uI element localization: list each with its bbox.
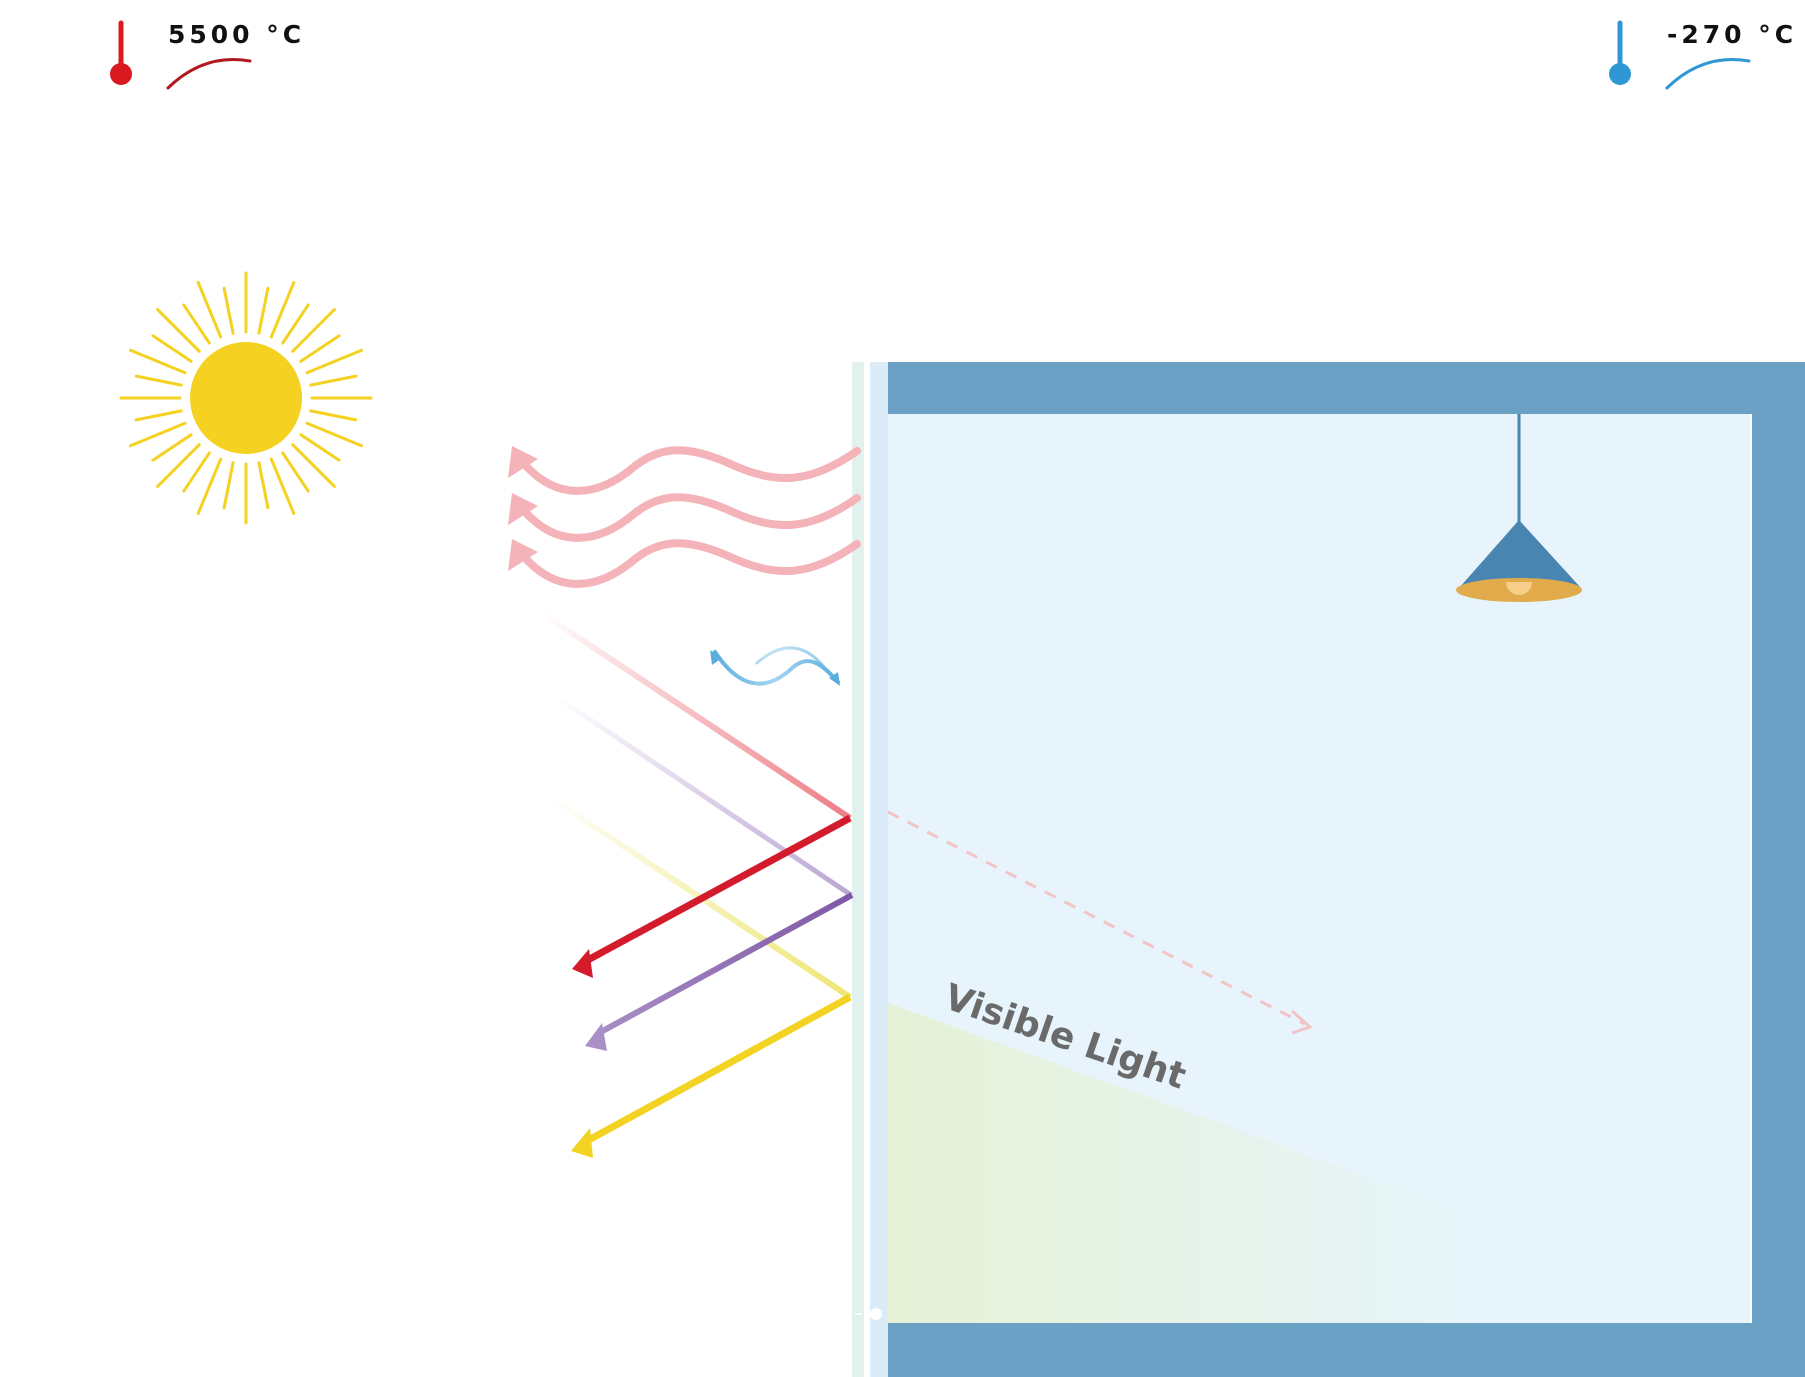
pendant-lamp-icon: [1456, 414, 1582, 602]
incoming-rays: [538, 609, 853, 1000]
thermometer-hot-icon: [110, 20, 132, 85]
sun-ray: [299, 334, 341, 363]
reflected-ray-red: [584, 814, 852, 965]
lamp-bulb: [1506, 582, 1532, 595]
cold-temperature-label: -270 °C: [1667, 20, 1797, 49]
reflected-ray-red-arrowhead: [572, 949, 593, 978]
visible-light-patch: [888, 1003, 1500, 1325]
sun-ray: [151, 433, 193, 462]
room: [880, 362, 1805, 1377]
sun-ray: [309, 409, 358, 422]
sun-ray: [269, 281, 296, 339]
reflected-heat-waves: [513, 446, 861, 588]
sun-ray: [281, 451, 310, 493]
heat-wave-arrowhead-1: [508, 446, 538, 478]
window-latch: [870, 1308, 882, 1320]
heat-wave-arrowheads: [508, 446, 538, 571]
transmitted-ray-arrowhead: [1291, 1009, 1313, 1035]
sun-ray: [291, 443, 336, 488]
thermometer-cold-icon: [1609, 20, 1631, 85]
sun-ray: [222, 286, 235, 335]
room-ceiling: [888, 362, 1805, 414]
sun-ray: [269, 457, 296, 515]
reflected-ray-purple: [597, 892, 854, 1036]
sun-ray: [151, 334, 193, 363]
sun-ray: [134, 374, 183, 387]
sun-ray: [257, 461, 270, 510]
heat-wave-3: [513, 539, 861, 588]
reflected-ray-purple-arrowhead: [585, 1023, 607, 1051]
sun-ray: [182, 303, 211, 345]
reflected-rays: [571, 814, 854, 1158]
sun-ray: [134, 409, 183, 422]
sun-ray: [196, 457, 223, 515]
room-floor: [888, 1323, 1805, 1377]
sun-ray: [222, 461, 235, 510]
sun-ray: [129, 421, 187, 448]
hot-swoosh: [166, 58, 252, 90]
small-blue-wave: [710, 646, 840, 686]
sun-ray: [196, 281, 223, 339]
sun-ray: [305, 348, 363, 375]
sun-ray: [156, 443, 201, 488]
heat-wave-2: [513, 493, 861, 542]
room-right-wall: [1752, 362, 1805, 1377]
incoming-ray-purple: [553, 693, 853, 898]
cold-swoosh: [1665, 58, 1751, 90]
transmitted-ray: [887, 810, 1306, 1026]
reflected-ray-yellow-arrowhead: [571, 1128, 593, 1158]
transmitted-light: [887, 810, 1313, 1035]
glass-inner-pane: [870, 362, 888, 1377]
sun-ray: [281, 303, 310, 345]
window-glass: [852, 362, 888, 1377]
heat-wave-arrowhead-2: [508, 493, 538, 525]
reflected-ray-yellow: [585, 993, 852, 1145]
sun-disc: [190, 342, 302, 454]
glass-outer-pane: [852, 362, 864, 1377]
heat-wave-arrowhead-3: [508, 539, 538, 571]
hot-temperature-label: 5500 °C: [168, 20, 305, 49]
sun-ray: [156, 308, 201, 353]
incoming-ray-red: [538, 609, 852, 821]
sun-icon: [119, 271, 373, 525]
sun-ray: [182, 451, 211, 493]
lamp-shade: [1459, 520, 1581, 588]
sun-ray: [257, 286, 270, 335]
sun-ray: [299, 433, 341, 462]
sun-ray: [309, 374, 358, 387]
heat-wave-1: [513, 446, 861, 495]
sun-ray: [129, 348, 187, 375]
sun-ray: [305, 421, 363, 448]
sun-ray: [291, 308, 336, 353]
